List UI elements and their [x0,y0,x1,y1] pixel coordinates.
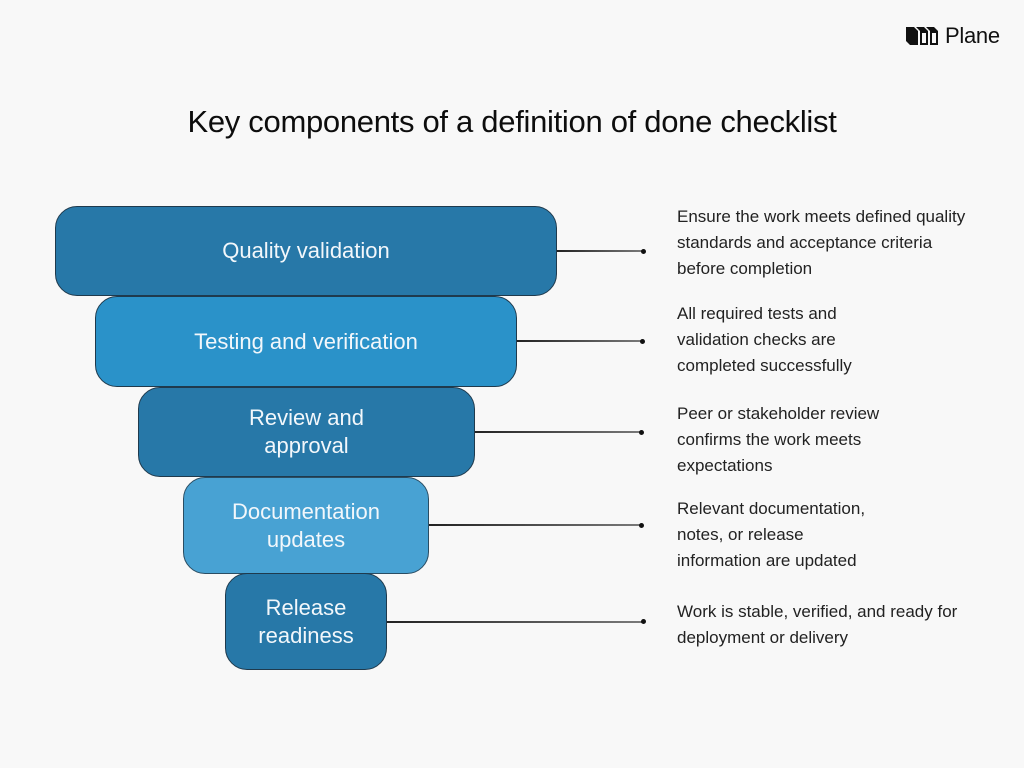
stage-label-line2: approval [264,433,349,458]
stage-label-line2: updates [266,526,346,552]
stage-label: Testing and verification [194,328,418,354]
plane-logo: Plane [905,23,1000,49]
connector-line-1 [557,250,643,252]
stage-documentation-updates: Documentation updates [183,477,429,574]
stage-label: Quality validation [222,238,390,263]
connector-dot-1 [641,249,646,254]
connector-line-5 [387,621,643,623]
stage-release-readiness: Release readiness [225,573,387,670]
description-review-approval: Peer or stakeholder review confirms the … [677,404,880,475]
connector-line-2 [517,340,643,342]
description-release-readiness: Work is stable, verified, and ready for … [677,602,958,647]
plane-logo-icon [906,27,938,45]
connector-line-4 [429,524,643,526]
stage-quality-validation: Quality validation [55,206,557,296]
connector-line-3 [475,431,643,433]
stage-label-line1: Review and [249,405,364,430]
brand-name: Plane [945,23,1000,48]
stage-label-line1: Release [265,594,347,620]
stage-review-approval: Review and approval [138,387,475,477]
stage-label-line1: Documentation [232,498,380,524]
description-documentation-updates: Relevant documentation, notes, or releas… [677,499,866,570]
stage-testing-verification: Testing and verification [95,296,517,387]
page-title: Key components of a definition of done c… [187,104,837,139]
description-testing-verification: All required tests and validation checks… [677,304,852,375]
connector-dot-5 [641,619,646,624]
stage-label-line2: readiness [258,622,354,648]
connector-dot-3 [639,430,644,435]
connector-dot-2 [640,339,645,344]
connector-dot-4 [639,523,644,528]
description-quality-validation: Ensure the work meets defined quality st… [677,207,966,278]
